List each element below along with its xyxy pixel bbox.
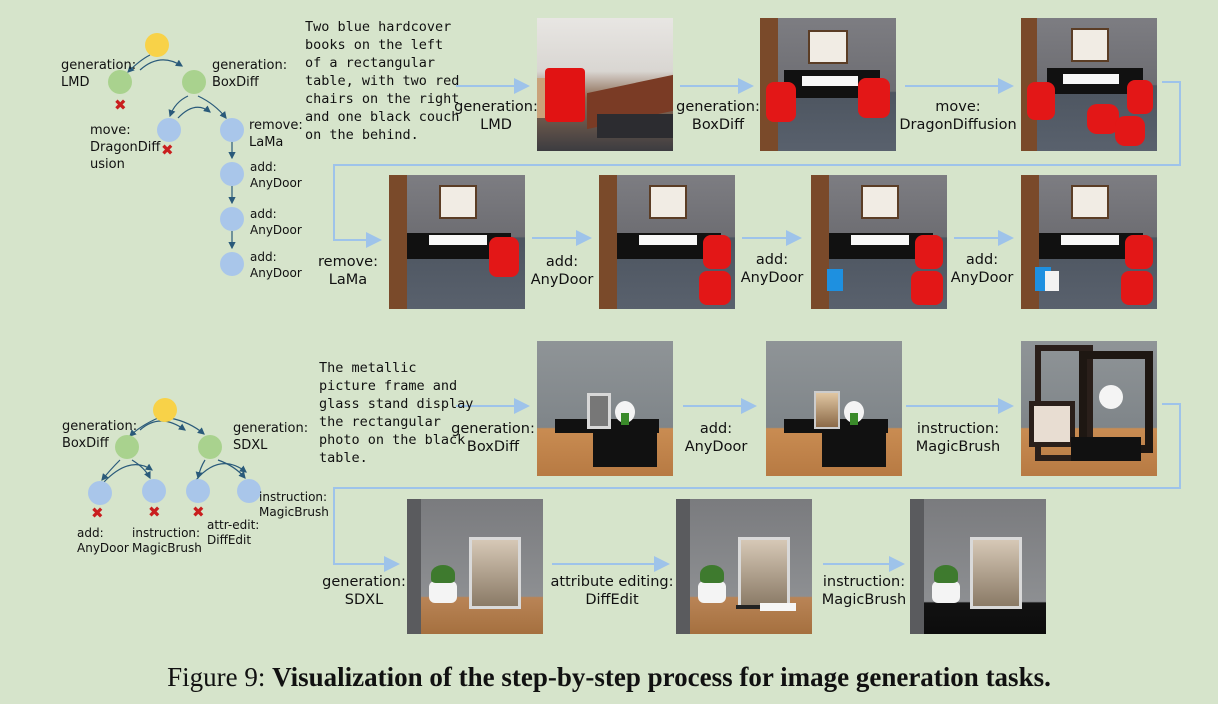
tree-label-remove: remove: LaMa xyxy=(249,118,303,150)
step-image-boxdiff xyxy=(760,18,896,151)
step-label: generation: BoxDiff xyxy=(676,99,760,133)
add-node-2 xyxy=(220,207,244,231)
step-image-lmd xyxy=(537,18,673,151)
tree-label-gen-sdxl: generation: SDXL xyxy=(233,421,309,453)
step-label: remove: LaMa xyxy=(318,254,378,288)
gen-node-boxdiff xyxy=(182,70,206,94)
step-label: add: AnyDoor xyxy=(950,252,1014,286)
fail-cross-icon: ✖ xyxy=(192,503,205,521)
step-image-instruction xyxy=(1021,341,1157,476)
step-image-move xyxy=(1021,18,1157,151)
caption-prefix: Figure 9: xyxy=(167,662,266,692)
tree-label-instruction: instruction: MagicBrush xyxy=(259,490,329,519)
attr-edit-node xyxy=(186,479,210,503)
fail-cross-icon: ✖ xyxy=(91,504,104,522)
tree-label-add-1: add: AnyDoor xyxy=(250,160,302,190)
add-node xyxy=(88,481,112,505)
bottom-prompt: The metallic picture frame and glass sta… xyxy=(319,360,474,466)
instruction-node xyxy=(237,479,261,503)
figure-caption: Figure 9: Visualization of the step-by-s… xyxy=(0,660,1218,694)
root-node xyxy=(153,398,177,422)
top-prompt: Two blue hardcover books on the left of … xyxy=(305,19,460,143)
step-image-instruction-2 xyxy=(910,499,1046,634)
step-image-add-2 xyxy=(811,175,947,309)
step-label: instruction: MagicBrush xyxy=(915,421,1001,455)
step-image-add xyxy=(766,341,902,476)
tree-label-attr-edit: attr-edit: DiffEdit xyxy=(207,518,260,547)
step-label: add: AnyDoor xyxy=(684,421,748,455)
step-image-attribute-editing xyxy=(676,499,812,634)
step-label: attribute editing: DiffEdit xyxy=(550,574,674,608)
step-image-add-1 xyxy=(599,175,735,309)
move-node xyxy=(157,118,181,142)
tree-label-gen-boxdiff: generation: BoxDiff xyxy=(212,58,288,90)
step-image-remove xyxy=(389,175,525,309)
tree-label-add: add: AnyDoor xyxy=(77,526,129,555)
step-label: instruction: MagicBrush xyxy=(821,574,907,608)
instruction-node xyxy=(142,479,166,503)
step-label: generation: BoxDiff xyxy=(451,421,535,455)
step-label: generation: SDXL xyxy=(322,574,406,608)
caption-title: Visualization of the step-by-step proces… xyxy=(272,662,1051,692)
remove-node xyxy=(220,118,244,142)
tree-label-move: move: DragonDiff usion xyxy=(90,123,161,172)
tree-label-instruction: instruction: MagicBrush xyxy=(132,526,202,555)
tree-label-add-2: add: AnyDoor xyxy=(250,207,302,237)
step-image-add-3 xyxy=(1021,175,1157,309)
add-node-1 xyxy=(220,162,244,186)
step-label: move: DragonDiffusion xyxy=(899,99,1017,133)
gen-node-sdxl xyxy=(198,435,222,459)
tree-label-gen-boxdiff: generation: BoxDiff xyxy=(62,419,138,451)
fail-cross-icon: ✖ xyxy=(161,141,174,159)
root-node xyxy=(145,33,169,57)
step-image-gen-boxdiff xyxy=(537,341,673,476)
add-node-3 xyxy=(220,252,244,276)
step-label: add: AnyDoor xyxy=(740,252,804,286)
tree-label-add-3: add: AnyDoor xyxy=(250,250,302,280)
tree-label-gen-lmd: generation: LMD xyxy=(61,58,137,90)
step-label: add: AnyDoor xyxy=(530,254,594,288)
step-label: generation: LMD xyxy=(454,99,538,133)
fail-cross-icon: ✖ xyxy=(148,503,161,521)
gen-node-boxdiff xyxy=(115,435,139,459)
gen-node-lmd xyxy=(108,70,132,94)
step-image-gen-sdxl xyxy=(407,499,543,634)
fail-cross-icon: ✖ xyxy=(114,96,127,114)
